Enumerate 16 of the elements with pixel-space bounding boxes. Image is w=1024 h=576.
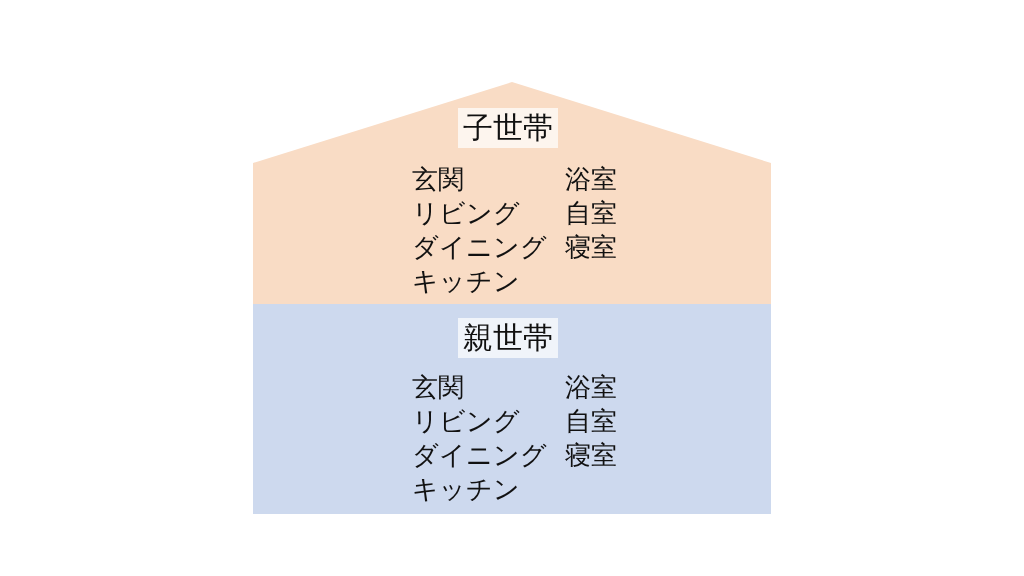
room-name: ダイニング [412,231,547,264]
room-name: 玄関 [412,371,464,404]
room-name: 寝室 [565,231,617,264]
heading-label: 子世帯 [458,108,558,148]
room-name: リビング [412,197,520,230]
room-name: 浴室 [565,371,617,404]
room-name: 浴室 [565,163,617,196]
room-name: 玄関 [412,163,464,196]
room-name: キッチン [412,473,520,506]
room-name: 寝室 [565,439,617,472]
room-name: リビング [412,405,520,438]
room-name: 自室 [565,405,617,438]
room-name: ダイニング [412,439,547,472]
room-name: 自室 [565,197,617,230]
heading-label: 親世帯 [458,318,558,358]
room-name: キッチン [412,265,520,298]
